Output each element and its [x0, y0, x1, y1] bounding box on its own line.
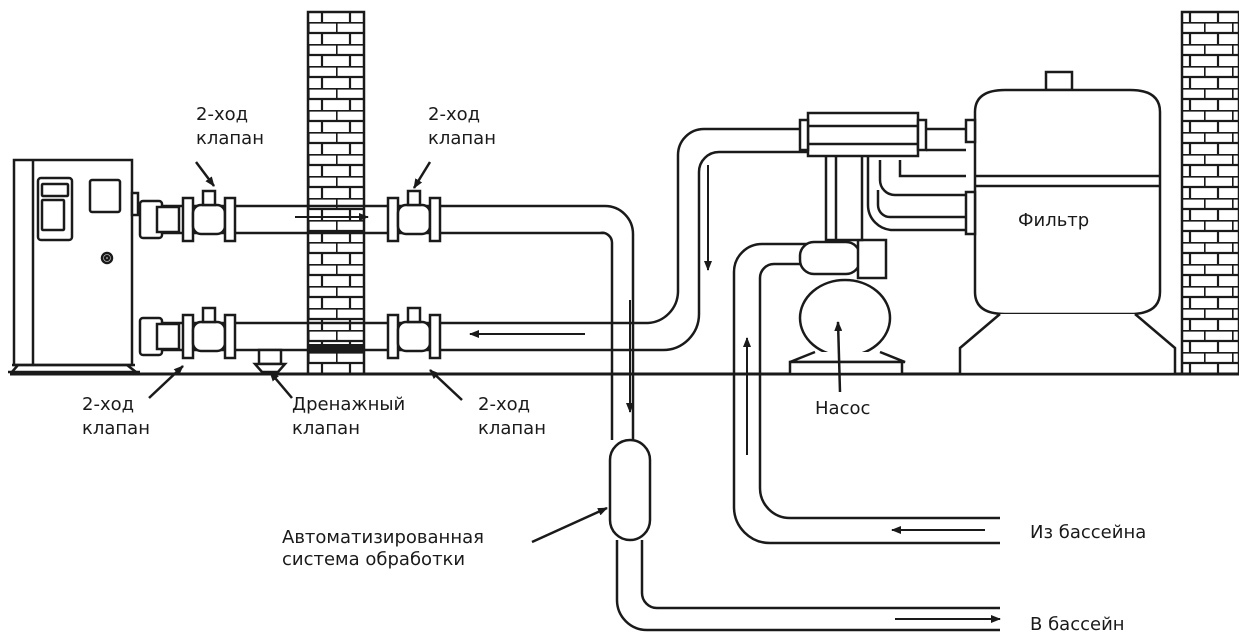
label-from-pool: Из бассейна [1030, 522, 1146, 543]
brick-wall-right [1180, 10, 1239, 376]
automation-vessel [608, 438, 652, 542]
label-valve-top-right: 2-ход клапан [428, 104, 496, 149]
brick-wall-left [306, 10, 366, 376]
pump [788, 111, 928, 376]
pipe-to-pool [615, 540, 1000, 632]
flow-arrows [295, 165, 1001, 623]
wall-collar [307, 344, 365, 352]
valve-top-right [386, 189, 442, 243]
label-valve-bottom-left: 2-ход клапан [82, 394, 150, 439]
filter-tank [958, 70, 1177, 376]
valve-bottom-left [181, 306, 237, 360]
label-drain-valve: Дренажный клапан [292, 394, 411, 439]
drain-valve [252, 348, 288, 374]
label-valve-top-left: 2-ход клапан [196, 104, 264, 149]
label-filter: Фильтр [1018, 210, 1089, 231]
label-valve-bottom-right: 2-ход клапан [478, 394, 546, 439]
pump-to-filter-pipes [866, 127, 966, 232]
heat-pump-fittings [138, 199, 181, 357]
label-automation-system: Автоматизированная система обработки [282, 527, 490, 570]
pipe-from-pool [732, 242, 1000, 545]
heat-pump-unit [8, 158, 140, 374]
label-to-pool: В бассейн [1030, 614, 1125, 635]
pipe-bottom [160, 127, 808, 352]
valve-top-left [181, 189, 237, 243]
label-pump: Насос [815, 398, 870, 419]
valve-bottom-right [386, 306, 442, 360]
leader-arrows [148, 161, 843, 544]
